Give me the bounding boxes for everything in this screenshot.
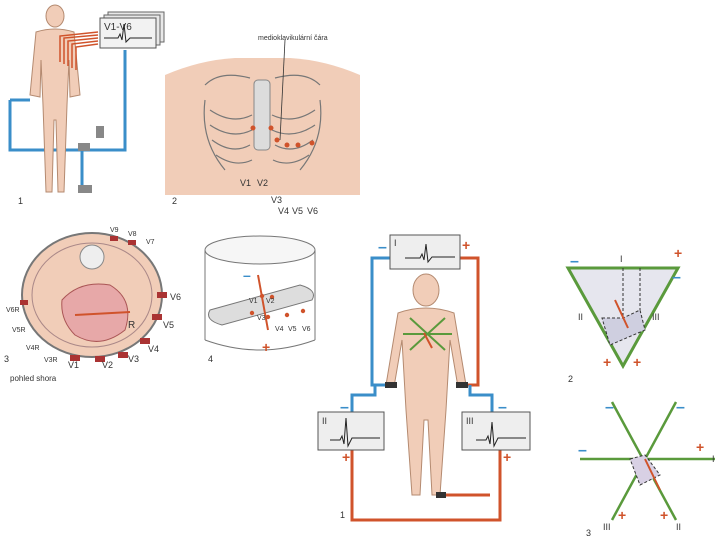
- cyl-V1: V1: [249, 298, 258, 305]
- axes-minus-top-left: –: [605, 399, 614, 416]
- axes-lead-I: I: [712, 454, 715, 464]
- cross-lead-V6: V6: [170, 292, 181, 302]
- lead-III-label: III: [466, 416, 474, 426]
- figure-number-1: 1: [18, 196, 23, 206]
- cross-lead-V9: V9: [110, 227, 119, 234]
- midclavicular-label: medioklavikulární čára: [258, 35, 328, 42]
- cyl-V4: V4: [275, 326, 284, 333]
- figure-number-2: 2: [172, 196, 177, 206]
- tri-minus-right: –: [672, 269, 681, 286]
- axes-minus-left: –: [578, 442, 587, 459]
- view-caption: pohled shora: [10, 374, 57, 383]
- midclavicular-line: [279, 39, 286, 141]
- einthoven-figure-number-1: 1: [340, 510, 345, 520]
- tri-plus-bottom-right: +: [633, 354, 641, 370]
- axes-plus-right: +: [696, 439, 704, 455]
- tri-lead-II: II: [578, 312, 583, 322]
- lead-II-label: II: [322, 416, 327, 426]
- svg-text:–: –: [243, 267, 251, 283]
- lead-III-monitor: [461, 411, 531, 451]
- figure-top-3-cross-section: V6 V5 V4 V3 V2 V1 V3R V4R V5R V6R V7 V8 …: [4, 227, 181, 383]
- cross-lead-V5: V5: [163, 320, 174, 330]
- cross-lead-V3: V3: [128, 354, 139, 364]
- einthoven-figure-number-3: 3: [586, 528, 591, 538]
- tri-lead-III: III: [652, 312, 660, 322]
- lead-II-minus: –: [340, 399, 349, 416]
- einthoven-figure-1: I – + II – + III – + 1: [317, 234, 531, 522]
- cross-lead-V8: V8: [128, 231, 137, 238]
- svg-text:+: +: [262, 339, 270, 355]
- lead-box-label: V1-V6: [104, 22, 132, 33]
- cross-R-label: R: [128, 320, 135, 331]
- cross-lead-V6R: V6R: [6, 307, 20, 314]
- cyl-V3: V3: [257, 315, 266, 322]
- einthoven-figure-2-triangle: – – + + + I II III 2: [565, 245, 682, 384]
- lead-II-plus: +: [342, 449, 350, 465]
- tri-plus-bottom-left: +: [603, 354, 611, 370]
- cross-lead-V2: V2: [102, 360, 113, 370]
- lead-V5: V5: [292, 206, 303, 216]
- tri-lead-I: I: [620, 254, 623, 264]
- cyl-V6: V6: [302, 326, 311, 333]
- lead-I-minus: –: [378, 239, 387, 256]
- axes-plus-bottom-right: +: [660, 507, 668, 523]
- cross-lead-V7: V7: [146, 239, 155, 246]
- cyl-V5: V5: [288, 326, 297, 333]
- tri-minus-left: –: [570, 253, 579, 270]
- cross-lead-V3R: V3R: [44, 357, 58, 364]
- lead-I-plus: +: [462, 237, 470, 253]
- figure-top-1-chest-leads: V1-V6 1: [8, 4, 165, 206]
- cyl-V2: V2: [266, 298, 275, 305]
- axes-plus-bottom-left: +: [618, 507, 626, 523]
- einthoven-figure-number-2: 2: [568, 374, 573, 384]
- lead-III-minus: –: [498, 399, 507, 416]
- axes-minus-top-right: –: [676, 399, 685, 416]
- figure-number-4: 4: [208, 354, 213, 364]
- lead-V4: V4: [278, 206, 289, 216]
- cross-lead-V4: V4: [148, 344, 159, 354]
- lead-V3: V3: [271, 195, 282, 205]
- lead-II-monitor: [317, 411, 385, 451]
- ecg-trace: [104, 23, 152, 44]
- figure-top-2-ribcage: medioklavikulární čára V1 V2 V3 V4 V5 V6…: [165, 35, 360, 216]
- lead-V1: V1: [240, 178, 251, 188]
- figure-top-4-cylinder: – + V1 V2 V3 V4 V5 V6 4: [204, 235, 316, 364]
- einthoven-figure-3-axes: – – – + + + I III II 3: [578, 399, 715, 538]
- axes-lead-II: II: [676, 522, 681, 532]
- lead-I-label: I: [394, 238, 397, 248]
- lead-V2: V2: [257, 178, 268, 188]
- figure-number-3: 3: [4, 354, 9, 364]
- cross-lead-V1: V1: [68, 360, 79, 370]
- axes-lead-III: III: [603, 522, 611, 532]
- patient-body: [385, 273, 467, 496]
- lead-III-plus: +: [503, 449, 511, 465]
- tri-plus-top-right: +: [674, 245, 682, 261]
- lead-V6: V6: [307, 206, 318, 216]
- cross-lead-V4R: V4R: [26, 345, 40, 352]
- cross-lead-V5R: V5R: [12, 327, 26, 334]
- chest-electrodes: [250, 125, 315, 148]
